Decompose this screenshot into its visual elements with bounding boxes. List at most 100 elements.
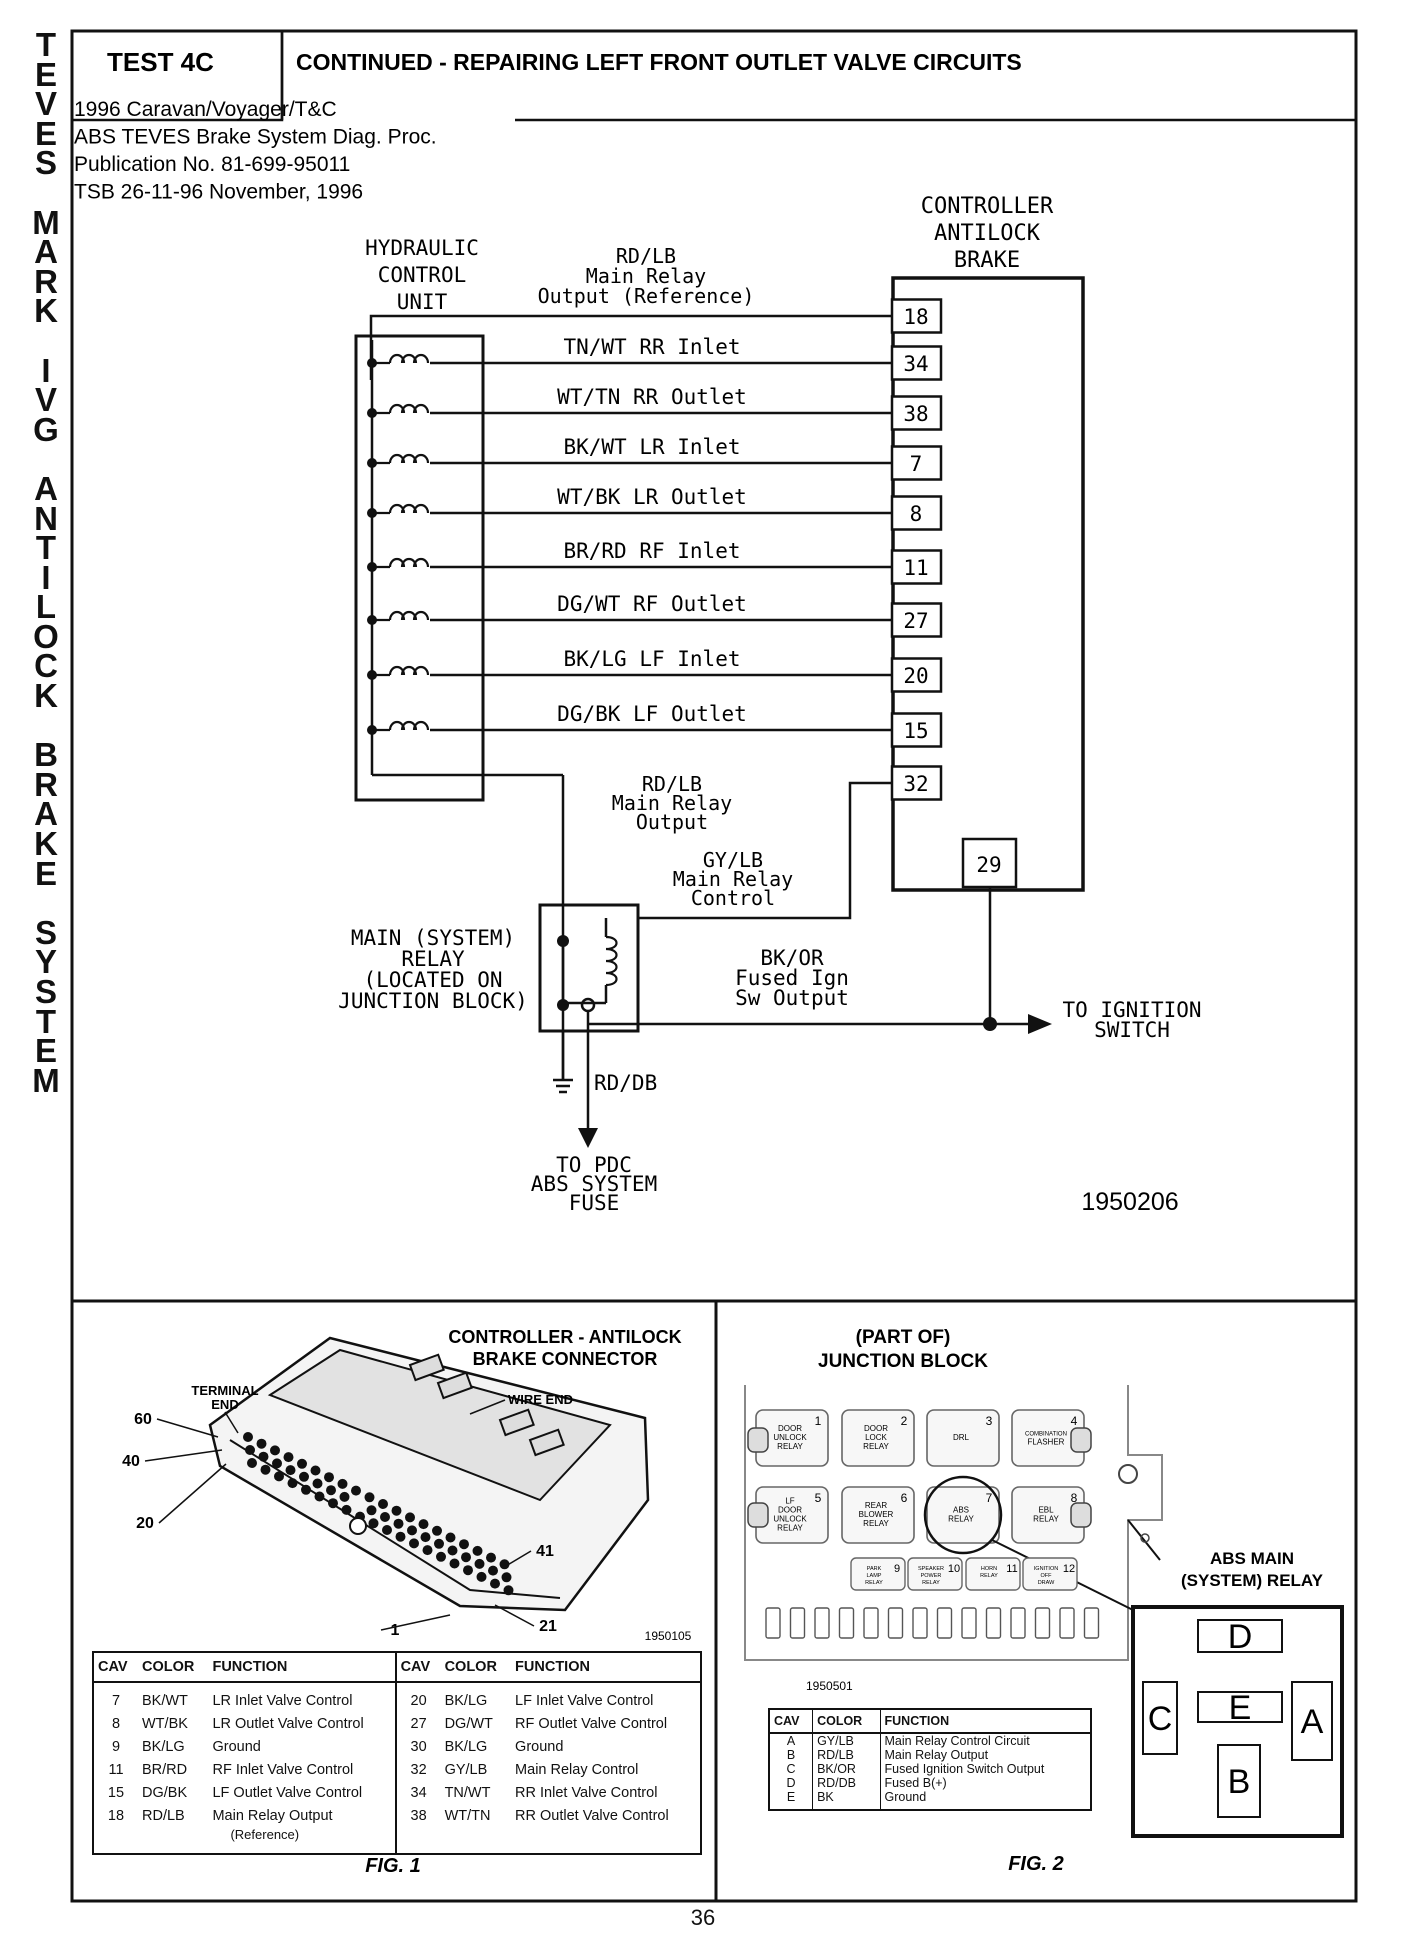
side-title-letter: V — [34, 85, 57, 123]
fuse-slot — [1059, 1607, 1075, 1639]
connector-pin-hole — [488, 1565, 498, 1576]
connector-pin-hole — [366, 1505, 377, 1516]
table-cell: Main Relay Output — [212, 1807, 333, 1824]
relay-label: (LOCATED ON — [363, 968, 502, 992]
relay-terminal — [1142, 1681, 1178, 1755]
side-title-letter: L — [35, 588, 57, 626]
connector-pin-hole — [474, 1558, 485, 1569]
valve-coil — [372, 403, 430, 415]
table-cell: Ground — [515, 1738, 564, 1755]
table-cell: 38 — [394, 1804, 441, 1827]
side-title-letter: R — [34, 765, 58, 803]
table-cell: WT/BK — [142, 1715, 188, 1732]
info-line: Publication No. 81-699-95011 — [74, 153, 350, 176]
table-cell: BK/LG — [142, 1738, 185, 1755]
side-title-letter: G — [33, 410, 59, 448]
relay-label: RELAY — [922, 1580, 940, 1586]
leader-line — [144, 1449, 223, 1462]
side-title-letter: M — [32, 203, 60, 241]
test-label: TEST 4C — [107, 47, 214, 77]
connector-pin-hole — [247, 1458, 257, 1468]
fuse-slot — [863, 1607, 879, 1639]
connector-pin-hole — [445, 1532, 456, 1543]
connector-pin-hole — [380, 1512, 390, 1522]
side-title-letter: B — [34, 736, 58, 774]
controller-pin: 15 — [903, 719, 928, 743]
page-number: 36 — [690, 1905, 716, 1930]
controller-pin-box — [890, 712, 943, 748]
connector-pin-hole — [382, 1525, 392, 1535]
relay-number: 1 — [815, 1414, 822, 1428]
side-title-letter: I — [41, 558, 51, 596]
controller-pin: 32 — [903, 772, 928, 796]
small-relay-socket — [965, 1557, 1021, 1591]
relay-control-label: Control — [691, 886, 775, 910]
table-header-cell: FUNCTION — [208, 1652, 396, 1683]
connector-pin-hole — [486, 1552, 496, 1563]
side-title-letter: K — [34, 825, 58, 863]
fig2-caption: FIG. 2 — [1008, 1853, 1064, 1875]
hcu-label: CONTROL — [378, 263, 467, 287]
side-title-letter: A — [34, 233, 58, 271]
small-relay-socket — [907, 1557, 963, 1591]
relay-label: SPEAKER — [918, 1566, 944, 1572]
table-cell: DG/BK — [142, 1784, 188, 1801]
table-cell: Ground — [879, 1790, 1091, 1810]
connector-pin-hole — [422, 1545, 433, 1556]
relay-label: UNLOCK — [773, 1433, 807, 1442]
controller-pin: 29 — [976, 853, 1001, 877]
relay-number: 7 — [986, 1491, 993, 1505]
fig2-id: 1950501 — [806, 1679, 853, 1693]
table-header-cell: COLOR — [812, 1709, 881, 1734]
relay-socket — [926, 1486, 1000, 1544]
connector-pin-hole — [326, 1485, 336, 1496]
relay-label: MAIN (SYSTEM) — [351, 926, 515, 950]
table-cell: 11 — [108, 1761, 124, 1778]
arrow-to-pdc — [578, 1128, 598, 1148]
connector-pin-hole — [461, 1552, 471, 1563]
table-header-cell: COLOR — [440, 1652, 512, 1683]
table-row: (Reference) — [93, 1827, 701, 1854]
connector-pin-hole — [463, 1565, 473, 1576]
connector-latch — [528, 1428, 565, 1457]
relay-label: RELAY — [1033, 1515, 1059, 1524]
fuse-holder — [1070, 1427, 1092, 1453]
connector-pin-hole — [378, 1499, 388, 1509]
table-cell: 9 — [111, 1738, 121, 1755]
side-title-letter: S — [34, 973, 57, 1010]
valve-wire-label: WT/TN RR Outlet — [557, 385, 747, 409]
abs-relay-highlight — [923, 1475, 1003, 1555]
connector-pin-hole — [476, 1571, 487, 1582]
valve-wire-label: DG/WT RF Outlet — [557, 592, 747, 616]
fuse-slot — [887, 1607, 904, 1639]
table-cell: Main Relay Control Circuit — [879, 1733, 1091, 1748]
table-cell: RR Outlet Valve Control — [515, 1807, 669, 1824]
fig2-title: JUNCTION BLOCK — [818, 1351, 988, 1372]
relay-label: DOOR — [778, 1506, 802, 1515]
fuse-slot — [1083, 1607, 1100, 1639]
mount-hole — [1140, 1533, 1150, 1543]
connector-pin-hole — [368, 1518, 379, 1529]
table-cell: 15 — [107, 1784, 125, 1801]
side-title-letter: E — [34, 854, 57, 892]
connector-latch — [498, 1408, 535, 1437]
table-cell — [138, 1827, 208, 1854]
table-cell: Main Relay Control — [515, 1761, 639, 1778]
to-ignition-label: SWITCH — [1094, 1018, 1170, 1042]
connector-pin-hole — [418, 1519, 429, 1530]
relay-label: RELAY — [863, 1442, 889, 1451]
valve-coil — [372, 503, 430, 515]
pin-number-label: 21 — [539, 1618, 557, 1635]
side-title-letter: R — [34, 262, 58, 300]
relay-label: DRL — [953, 1433, 970, 1442]
to-pdc-label: ABS SYSTEM — [531, 1172, 657, 1196]
table-cell: 34 — [394, 1781, 441, 1804]
relay-terminal-label: D — [1228, 1618, 1253, 1656]
